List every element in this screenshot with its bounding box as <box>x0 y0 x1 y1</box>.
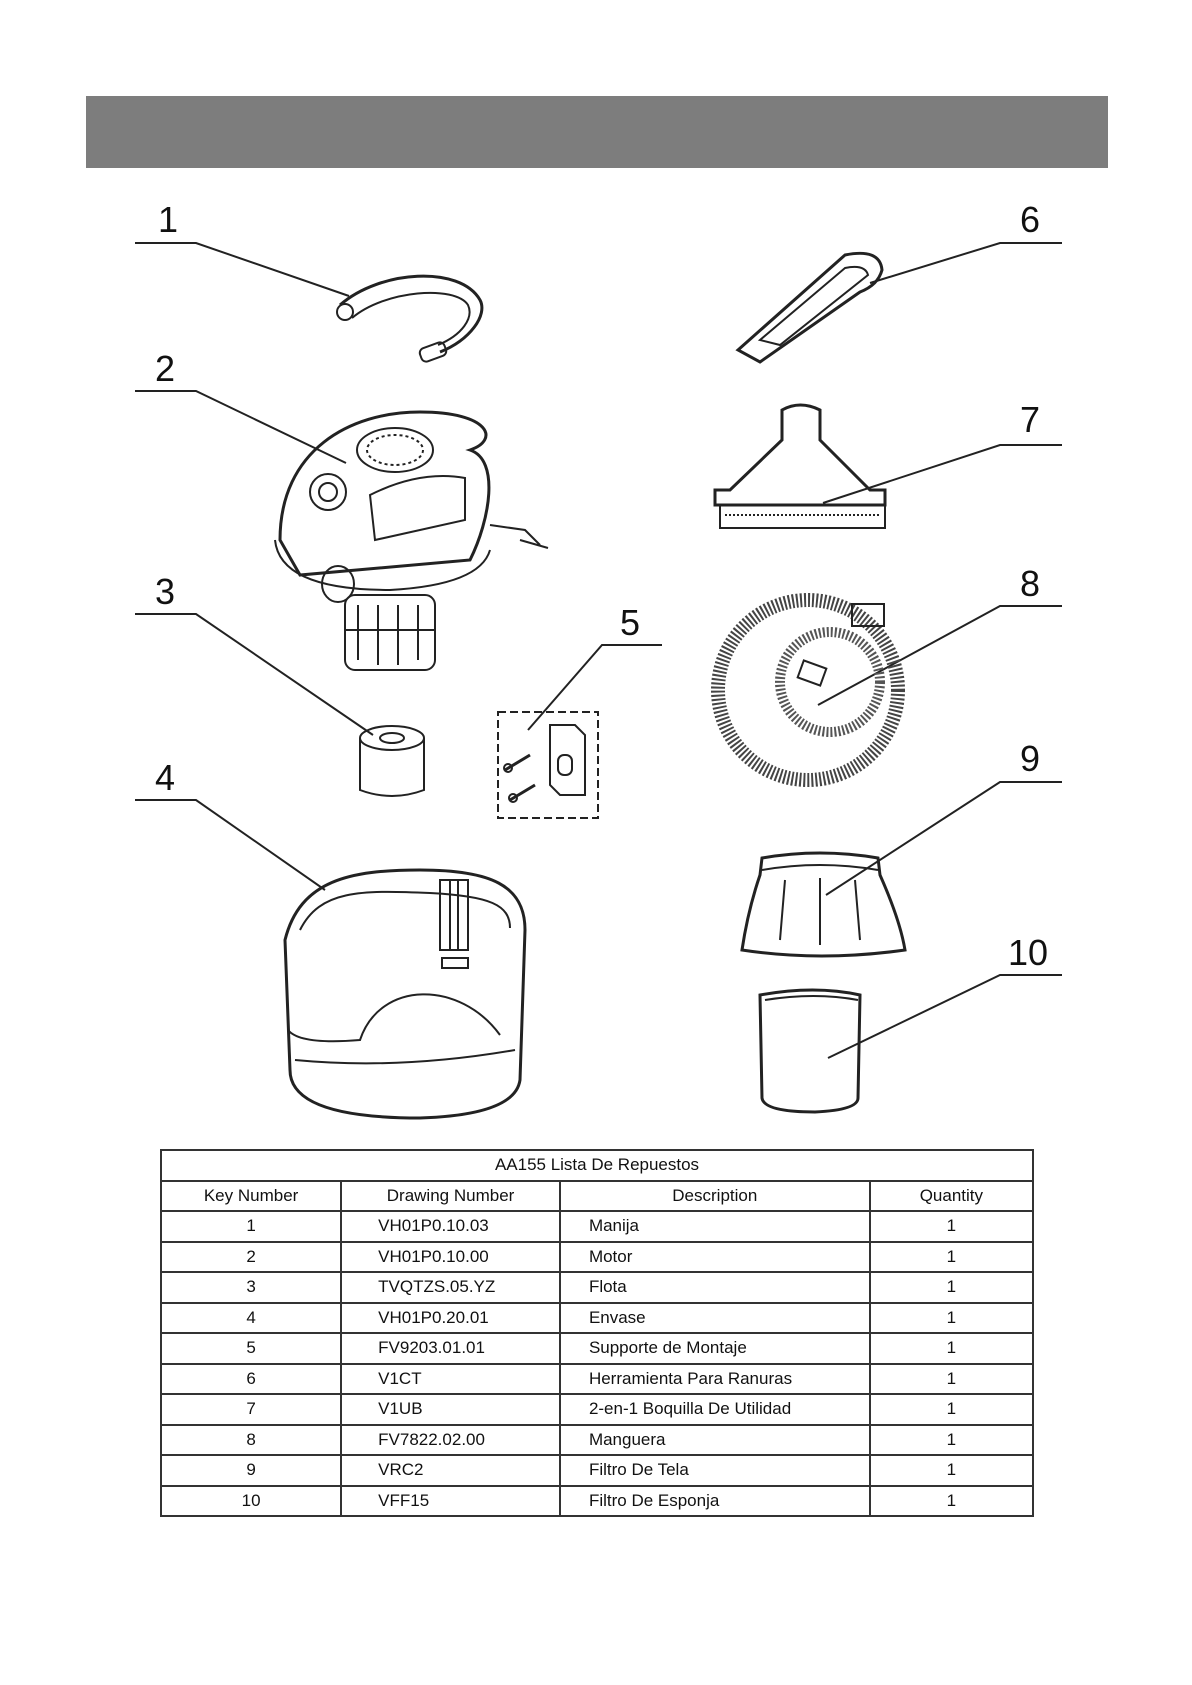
cell-quantity: 1 <box>868 1484 1035 1517</box>
cell-drawing-number: FV7822.02.00 <box>340 1423 561 1456</box>
motor-drawing <box>274 410 549 671</box>
callout-3: 3 <box>155 571 176 612</box>
cell-description: Filtro De Esponja <box>558 1484 871 1517</box>
canister-drawing <box>283 868 527 1120</box>
callout-7: 7 <box>1020 399 1041 440</box>
cell-description: Manguera <box>558 1423 871 1456</box>
callout-5: 5 <box>620 602 641 643</box>
header-quantity: Quantity <box>868 1179 1035 1212</box>
utility-nozzle-drawing <box>713 403 887 529</box>
cell-drawing-number: V1CT <box>340 1362 561 1395</box>
callout-9: 9 <box>1020 738 1041 779</box>
callout-6: 6 <box>1020 199 1041 240</box>
callout-1: 1 <box>158 199 179 240</box>
callout-8: 8 <box>1020 563 1041 604</box>
cell-drawing-number: V1UB <box>340 1393 561 1426</box>
cell-drawing-number: VH01P0.10.03 <box>340 1210 561 1243</box>
cell-quantity: 1 <box>868 1301 1035 1334</box>
cell-key-number: 8 <box>159 1423 343 1456</box>
cell-description: Herramienta Para Ranuras <box>558 1362 871 1395</box>
cell-quantity: 1 <box>868 1423 1035 1456</box>
cell-key-number: 3 <box>159 1271 343 1304</box>
leader-6 <box>869 242 1062 284</box>
cell-description: Supporte de Montaje <box>558 1332 871 1365</box>
cell-description: Motor <box>558 1240 871 1273</box>
cell-quantity: 1 <box>868 1271 1035 1304</box>
leader-8 <box>817 605 1062 706</box>
leader-1 <box>135 242 350 297</box>
cell-description: Filtro De Tela <box>558 1454 871 1487</box>
cell-quantity: 1 <box>868 1210 1035 1243</box>
hose-drawing <box>711 593 905 787</box>
leader-9 <box>825 781 1062 896</box>
handle-drawing <box>336 274 484 363</box>
cell-drawing-number: VH01P0.10.00 <box>340 1240 561 1273</box>
cell-key-number: 2 <box>159 1240 343 1273</box>
cell-quantity: 1 <box>868 1240 1035 1273</box>
cell-key-number: 5 <box>159 1332 343 1365</box>
header-description: Description <box>558 1179 871 1212</box>
cell-description: 2-en-1 Boquilla De Utilidad <box>558 1393 871 1426</box>
cell-description: Manija <box>558 1210 871 1243</box>
float-drawing <box>359 725 425 797</box>
bracket-drawing <box>497 711 599 819</box>
table-title: AA155 Lista De Repuestos <box>160 1149 1034 1182</box>
cell-description: Envase <box>558 1301 871 1334</box>
header-drawing-number: Drawing Number <box>340 1179 561 1212</box>
cell-quantity: 1 <box>868 1362 1035 1395</box>
cell-key-number: 9 <box>159 1454 343 1487</box>
cell-key-number: 10 <box>159 1484 343 1517</box>
cell-quantity: 1 <box>868 1332 1035 1365</box>
cell-quantity: 1 <box>868 1454 1035 1487</box>
cell-description: Flota <box>558 1271 871 1304</box>
callout-4: 4 <box>155 757 176 798</box>
crevice-tool-drawing <box>735 251 884 364</box>
cell-drawing-number: TVQTZS.05.YZ <box>340 1271 561 1304</box>
cell-quantity: 1 <box>868 1393 1035 1426</box>
cell-key-number: 4 <box>159 1301 343 1334</box>
leader-lines <box>135 242 1062 1059</box>
leader-10 <box>827 974 1062 1059</box>
header-band <box>86 96 1108 168</box>
header-key-number: Key Number <box>159 1179 343 1212</box>
parts-list-table: AA155 Lista De Repuestos Key Number Draw… <box>159 1149 1035 1517</box>
cell-drawing-number: VFF15 <box>340 1484 561 1517</box>
cell-key-number: 7 <box>159 1393 343 1426</box>
cloth-filter-drawing <box>740 851 907 958</box>
cell-key-number: 6 <box>159 1362 343 1395</box>
foam-filter-drawing <box>758 988 862 1114</box>
leader-7 <box>822 444 1062 504</box>
cell-drawing-number: VRC2 <box>340 1454 561 1487</box>
cell-drawing-number: FV9203.01.01 <box>340 1332 561 1365</box>
cell-drawing-number: VH01P0.20.01 <box>340 1301 561 1334</box>
leader-5 <box>527 644 662 731</box>
cell-key-number: 1 <box>159 1210 343 1243</box>
leader-2 <box>135 390 347 464</box>
callout-10: 10 <box>1008 932 1049 973</box>
leader-4 <box>135 799 326 891</box>
leader-3 <box>135 613 374 736</box>
callout-2: 2 <box>155 348 176 389</box>
